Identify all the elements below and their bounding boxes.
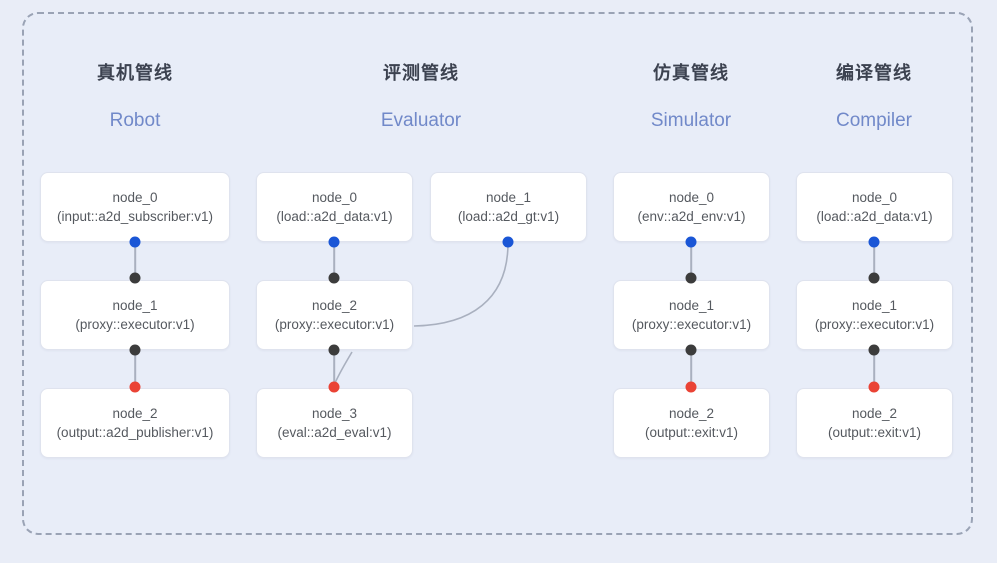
column-header-compiler: 编译管线 Compiler (779, 60, 969, 134)
node-simulator-0[interactable]: node_0 (env::a2d_env:v1) (613, 172, 770, 242)
column-subtitle-compiler: Compiler (835, 110, 913, 131)
column-title-cn-simulator: 仿真管线 (653, 63, 729, 83)
node-robot-1-name: node_1 (112, 298, 158, 313)
edge-robot-1-to-2 (134, 350, 136, 387)
port-out-simulator-0[interactable] (685, 236, 697, 248)
node-evaluator-3-spec: (eval::a2d_eval:v1) (277, 425, 392, 440)
node-robot-0-spec: (input::a2d_subscriber:v1) (56, 209, 214, 224)
port-in-robot-1[interactable] (129, 272, 141, 284)
port-out-robot-0[interactable] (129, 236, 141, 248)
column-title-cn-compiler: 编译管线 (836, 63, 912, 83)
edge-simulator-0-to-1 (690, 242, 692, 278)
port-out-compiler-0[interactable] (868, 236, 880, 248)
node-robot-0[interactable]: node_0 (input::a2d_subscriber:v1) (40, 172, 230, 242)
port-out-evaluator-2[interactable] (328, 344, 340, 356)
node-robot-0-name: node_0 (112, 190, 158, 205)
node-robot-2-spec: (output::a2d_publisher:v1) (56, 425, 214, 440)
port-in-evaluator-2[interactable] (328, 272, 340, 284)
port-in-compiler-1[interactable] (868, 272, 880, 284)
port-in-robot-2[interactable] (129, 381, 141, 393)
edge-compiler-1-to-2 (873, 350, 875, 387)
node-evaluator-0[interactable]: node_0 (load::a2d_data:v1) (256, 172, 413, 242)
node-evaluator-3-name: node_3 (311, 406, 358, 421)
node-simulator-2-spec: (output::exit:v1) (644, 425, 739, 440)
edge-compiler-0-to-1 (873, 242, 875, 278)
edge-evaluator-2-to-3 (333, 350, 335, 387)
node-evaluator-1-spec: (load::a2d_gt:v1) (457, 209, 560, 224)
edge-evaluator-0-to-2 (333, 242, 335, 278)
port-in-simulator-1[interactable] (685, 272, 697, 284)
node-compiler-1[interactable]: node_1 (proxy::executor:v1) (796, 280, 953, 350)
node-compiler-2-name: node_2 (851, 406, 898, 421)
column-subtitle-robot: Robot (109, 110, 161, 131)
port-out-simulator-1[interactable] (685, 344, 697, 356)
port-out-robot-1[interactable] (129, 344, 141, 356)
node-evaluator-2-name: node_2 (311, 298, 358, 313)
column-header-simulator: 仿真管线 Simulator (596, 60, 786, 134)
port-out-evaluator-0[interactable] (328, 236, 340, 248)
column-subtitle-evaluator: Evaluator (380, 110, 462, 131)
node-simulator-1-spec: (proxy::executor:v1) (631, 317, 752, 332)
node-robot-2[interactable]: node_2 (output::a2d_publisher:v1) (40, 388, 230, 458)
node-simulator-2-name: node_2 (668, 406, 715, 421)
node-compiler-0-spec: (load::a2d_data:v1) (816, 209, 933, 224)
node-simulator-2[interactable]: node_2 (output::exit:v1) (613, 388, 770, 458)
node-robot-2-name: node_2 (112, 406, 158, 421)
node-compiler-2[interactable]: node_2 (output::exit:v1) (796, 388, 953, 458)
node-robot-1[interactable]: node_1 (proxy::executor:v1) (40, 280, 230, 350)
node-evaluator-0-name: node_0 (311, 190, 358, 205)
node-robot-1-spec: (proxy::executor:v1) (75, 317, 195, 332)
edge-simulator-1-to-2 (690, 350, 692, 387)
node-evaluator-3[interactable]: node_3 (eval::a2d_eval:v1) (256, 388, 413, 458)
node-evaluator-1-name: node_1 (485, 190, 532, 205)
node-simulator-0-name: node_0 (668, 190, 715, 205)
node-compiler-1-spec: (proxy::executor:v1) (814, 317, 935, 332)
port-in-evaluator-3[interactable] (328, 381, 340, 393)
node-compiler-2-spec: (output::exit:v1) (827, 425, 922, 440)
node-compiler-0-name: node_0 (851, 190, 898, 205)
edge-robot-0-to-1 (134, 242, 136, 278)
column-title-cn-evaluator: 评测管线 (383, 63, 459, 83)
node-evaluator-2-spec: (proxy::executor:v1) (274, 317, 395, 332)
node-compiler-1-name: node_1 (851, 298, 898, 313)
node-evaluator-1[interactable]: node_1 (load::a2d_gt:v1) (430, 172, 587, 242)
port-out-compiler-1[interactable] (868, 344, 880, 356)
port-in-compiler-2[interactable] (868, 381, 880, 393)
column-header-robot: 真机管线 Robot (40, 60, 230, 134)
port-out-evaluator-1[interactable] (502, 236, 514, 248)
node-simulator-0-spec: (env::a2d_env:v1) (637, 209, 746, 224)
node-simulator-1[interactable]: node_1 (proxy::executor:v1) (613, 280, 770, 350)
column-title-cn-robot: 真机管线 (97, 63, 173, 83)
node-evaluator-2[interactable]: node_2 (proxy::executor:v1) (256, 280, 413, 350)
node-simulator-1-name: node_1 (668, 298, 715, 313)
node-compiler-0[interactable]: node_0 (load::a2d_data:v1) (796, 172, 953, 242)
column-header-evaluator: 评测管线 Evaluator (326, 60, 516, 134)
port-in-simulator-2[interactable] (685, 381, 697, 393)
column-subtitle-simulator: Simulator (650, 110, 732, 131)
node-evaluator-0-spec: (load::a2d_data:v1) (276, 209, 393, 224)
